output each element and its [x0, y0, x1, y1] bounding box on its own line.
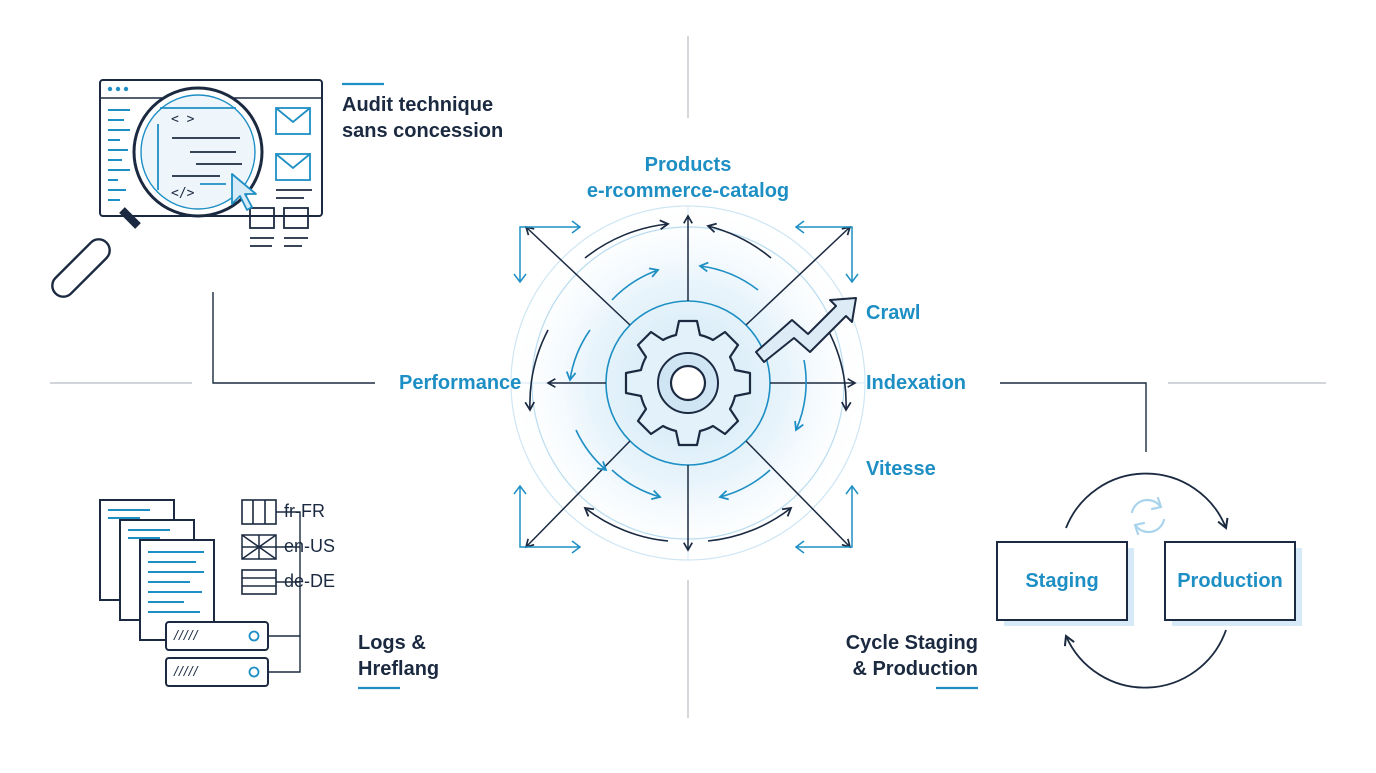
production-label: Production	[1177, 570, 1283, 592]
radial-arrows	[524, 214, 857, 552]
flag-icon-de	[241, 569, 277, 595]
server-marks-1: /////	[174, 627, 199, 643]
staging-label: Staging	[1025, 570, 1099, 592]
cycle-title-line2: & Production	[852, 658, 978, 680]
corner-arrowheads	[513, 220, 859, 554]
divider-lines	[50, 36, 1326, 718]
products-label: Products e-rcommerce-catalog	[548, 152, 828, 204]
performance-label: Performance	[399, 372, 522, 394]
audit-title-line1: Audit technique	[342, 94, 494, 116]
magnifier-icon	[51, 86, 264, 298]
language-de: de-DE	[284, 571, 336, 591]
cycle-title: Cycle Staging & Production	[780, 630, 978, 682]
orbit-arrows-inner	[565, 261, 807, 501]
indexation-label: Indexation	[866, 372, 967, 394]
sync-icon	[1130, 496, 1166, 536]
audit-title-line2: sans concession	[342, 120, 504, 142]
logs-title-line2: Hreflang	[358, 658, 440, 680]
logs-title-line1: Logs &	[358, 632, 426, 654]
cursor-icon	[231, 173, 257, 211]
trend-arrow-icon	[755, 297, 857, 363]
logs-title: Logs & Hreflang	[358, 630, 439, 682]
cycle-title-line1: Cycle Staging	[845, 632, 978, 654]
flag-icon-fr	[241, 499, 277, 525]
products-label-line1: Products	[644, 154, 732, 176]
cycle-arrow-icon	[1063, 472, 1229, 689]
language-fr: fr-FR	[284, 501, 325, 521]
audit-title: Audit technique sans concession	[342, 92, 503, 144]
accent-bars	[342, 82, 978, 690]
code-close-tag: </>	[171, 186, 195, 201]
flag-icon-us	[241, 534, 277, 560]
gear-icon	[624, 319, 752, 447]
production-box	[1164, 541, 1302, 626]
orbit-arrows-outer	[524, 219, 852, 542]
code-open-tag: < >	[171, 112, 195, 127]
server-icon	[165, 621, 269, 687]
crawl-label: Crawl	[866, 302, 921, 324]
corner-elbows	[519, 226, 853, 548]
document-stack-icon	[99, 499, 215, 641]
connector-lines	[212, 292, 1147, 452]
language-en: en-US	[284, 536, 336, 556]
server-marks-2: /////	[174, 663, 199, 679]
vitesse-label: Vitesse	[866, 458, 936, 480]
staging-box	[996, 541, 1134, 626]
products-label-line2: e-rcommerce-catalog	[586, 180, 790, 202]
server-connector-lines	[268, 511, 301, 673]
